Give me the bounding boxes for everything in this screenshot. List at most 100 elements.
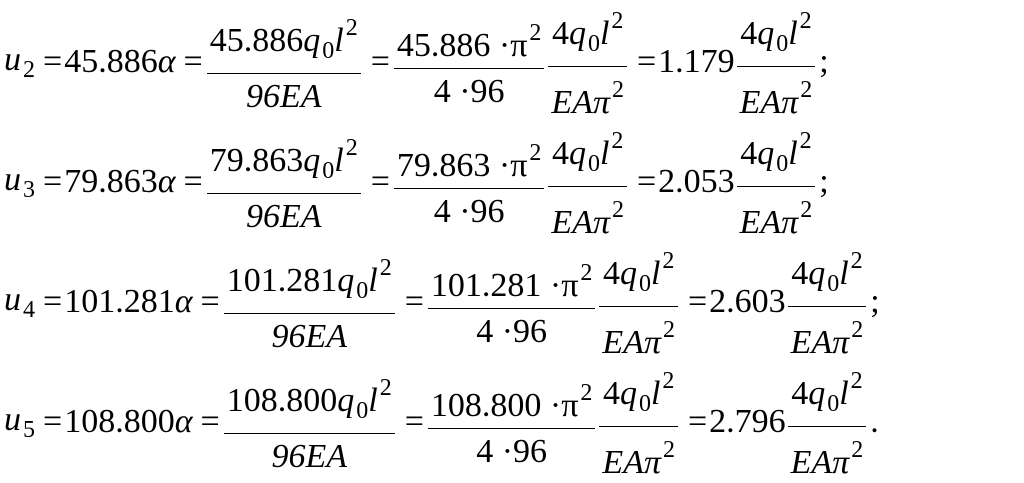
- equals-sign: =: [687, 403, 708, 440]
- fraction-numerator: 4q0l2: [551, 8, 624, 57]
- fraction-denominator: EAπ2: [739, 77, 813, 121]
- fraction-denominator: 4 ·96: [433, 72, 505, 110]
- fraction-1: 79.863q0l2 96EA: [206, 128, 361, 237]
- fraction-numerator: 101.281 ·π2: [430, 259, 593, 304]
- coefficient: 79.863: [64, 163, 158, 200]
- equals-sign: =: [636, 43, 657, 80]
- fraction-2: 45.886 ·π2 4 ·96: [393, 13, 545, 112]
- variable-index: 5: [23, 416, 35, 443]
- fraction-numerator: 4q0l2: [602, 368, 675, 417]
- alpha-symbol: α: [174, 403, 193, 440]
- fraction-1: 108.800q0l2 96EA: [223, 368, 395, 477]
- fraction-bar: [223, 312, 395, 314]
- fraction-bar: [427, 427, 596, 429]
- equals-sign: =: [183, 163, 203, 200]
- fraction-denominator: EAπ2: [551, 77, 624, 121]
- fraction-4: 4q0l2 EAπ2: [736, 1, 816, 123]
- equals-sign: =: [404, 403, 424, 440]
- variable-index: 4: [23, 296, 35, 323]
- fraction-3: 4q0l2 EAπ2: [599, 361, 678, 483]
- variable-index: 2: [23, 56, 35, 83]
- fraction-3: 4q0l2 EAπ2: [548, 121, 627, 243]
- fraction-numerator: 4q0l2: [602, 248, 675, 297]
- fraction-bar: [393, 187, 545, 189]
- alpha-symbol: α: [157, 163, 176, 200]
- equals-sign: =: [43, 283, 63, 320]
- fraction-3: 4q0l2 EAπ2: [548, 1, 627, 123]
- fraction-denominator: EAπ2: [602, 317, 675, 361]
- fraction-bar: [223, 432, 395, 434]
- fraction-bar: [548, 186, 627, 187]
- equals-sign: =: [200, 403, 220, 440]
- fraction-numerator: 108.800q0l2: [226, 374, 392, 424]
- fraction-denominator: EAπ2: [790, 317, 864, 361]
- fraction-2: 79.863 ·π2 4 ·96: [393, 133, 545, 232]
- fraction-numerator: 4q0l2: [791, 368, 863, 417]
- fraction-denominator: 96EA: [271, 437, 347, 475]
- coefficient: 101.281: [64, 283, 175, 320]
- fraction-numerator: 79.863 ·π2: [396, 139, 542, 184]
- fraction-4: 4q0l2 EAπ2: [787, 361, 867, 483]
- fraction-bar: [427, 307, 596, 309]
- equals-sign: =: [43, 403, 63, 440]
- fraction-denominator: EAπ2: [790, 437, 864, 481]
- fraction-bar: [787, 426, 867, 427]
- variable-index: 3: [23, 176, 35, 203]
- fraction-denominator: 4 ·96: [433, 192, 505, 230]
- fraction-4: 4q0l2 EAπ2: [736, 121, 816, 243]
- result-value: 2.796: [709, 403, 786, 440]
- coefficient: 108.800: [64, 403, 175, 440]
- fraction-bar: [206, 192, 361, 194]
- coefficient: 45.886: [64, 43, 158, 80]
- fraction-numerator: 4q0l2: [740, 8, 812, 57]
- fraction-2: 101.281 ·π2 4 ·96: [427, 253, 596, 352]
- fraction-bar: [736, 66, 816, 67]
- fraction-bar: [548, 66, 627, 67]
- fraction-numerator: 45.886q0l2: [209, 14, 358, 64]
- fraction-numerator: 101.281q0l2: [226, 254, 392, 304]
- fraction-4: 4q0l2 EAπ2: [787, 241, 867, 363]
- fraction-bar: [736, 186, 816, 187]
- fraction-denominator: 96EA: [271, 317, 347, 355]
- fraction-3: 4q0l2 EAπ2: [599, 241, 678, 363]
- fraction-bar: [599, 306, 678, 307]
- fraction-numerator: 108.800 ·π2: [430, 379, 593, 424]
- line-terminator: ;: [819, 43, 829, 80]
- variable-u: u5: [4, 400, 35, 443]
- equals-sign: =: [43, 163, 63, 200]
- fraction-bar: [787, 306, 867, 307]
- fraction-denominator: 4 ·96: [476, 312, 548, 350]
- fraction-bar: [206, 72, 361, 74]
- fraction-numerator: 45.886 ·π2: [396, 19, 542, 64]
- equals-sign: =: [183, 43, 203, 80]
- alpha-symbol: α: [157, 43, 176, 80]
- fraction-denominator: 4 ·96: [476, 432, 548, 470]
- fraction-1: 45.886q0l2 96EA: [206, 8, 361, 117]
- fraction-denominator: EAπ2: [602, 437, 675, 481]
- alpha-symbol: α: [174, 283, 193, 320]
- equals-sign: =: [404, 283, 424, 320]
- fraction-denominator: 96EA: [245, 77, 322, 115]
- line-terminator: ;: [819, 163, 829, 200]
- fraction-2: 108.800 ·π2 4 ·96: [427, 373, 596, 472]
- equals-sign: =: [636, 163, 657, 200]
- fraction-denominator: EAπ2: [551, 197, 624, 241]
- fraction-1: 101.281q0l2 96EA: [223, 248, 395, 357]
- line-terminator: ;: [870, 283, 880, 320]
- variable-u: u4: [4, 280, 35, 323]
- fraction-denominator: EAπ2: [739, 197, 813, 241]
- result-value: 1.179: [658, 43, 735, 80]
- equals-sign: =: [687, 283, 708, 320]
- result-value: 2.053: [658, 163, 735, 200]
- fraction-denominator: 96EA: [245, 197, 322, 235]
- fraction-numerator: 4q0l2: [551, 128, 624, 177]
- equals-sign: =: [200, 283, 220, 320]
- fraction-numerator: 4q0l2: [740, 128, 812, 177]
- equals-sign: =: [370, 43, 390, 80]
- equals-sign: =: [43, 43, 63, 80]
